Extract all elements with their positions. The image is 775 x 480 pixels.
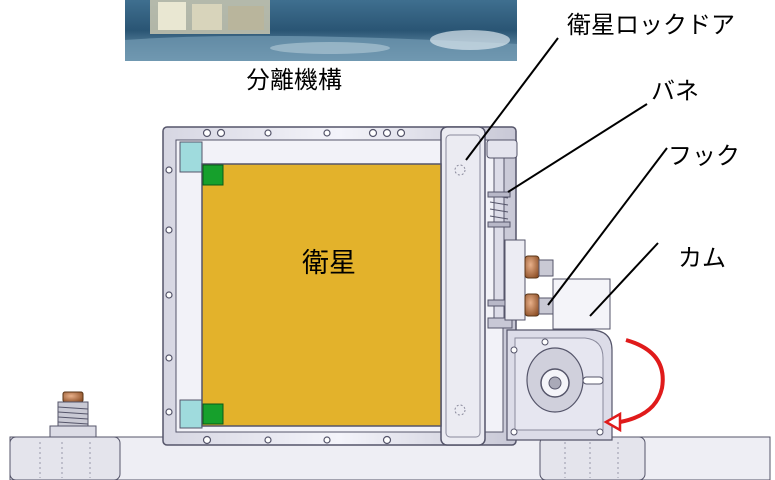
rotation-arrow-icon	[603, 338, 665, 433]
leader-line-cam	[589, 242, 659, 317]
label-hook: フック	[668, 142, 740, 170]
satellite-panel	[201, 163, 442, 427]
mechanism-photo	[125, 0, 517, 61]
leader-line-hook	[547, 147, 668, 306]
hook-assembly	[504, 239, 554, 321]
label-spring: バネ	[651, 77, 699, 105]
spring-rod	[486, 139, 518, 329]
leader-lines	[465, 37, 668, 317]
leader-line-door	[465, 37, 559, 161]
label-separation-mechanism: 分離機構	[246, 66, 342, 94]
satellite-lock-door	[440, 126, 486, 446]
label-satellite-lock-door: 衛星ロックドア	[567, 11, 735, 39]
left-spring-bolt	[49, 391, 97, 438]
label-cam: カム	[678, 244, 726, 272]
label-satellite: 衛星	[302, 248, 356, 279]
leader-line-spring	[507, 103, 648, 193]
